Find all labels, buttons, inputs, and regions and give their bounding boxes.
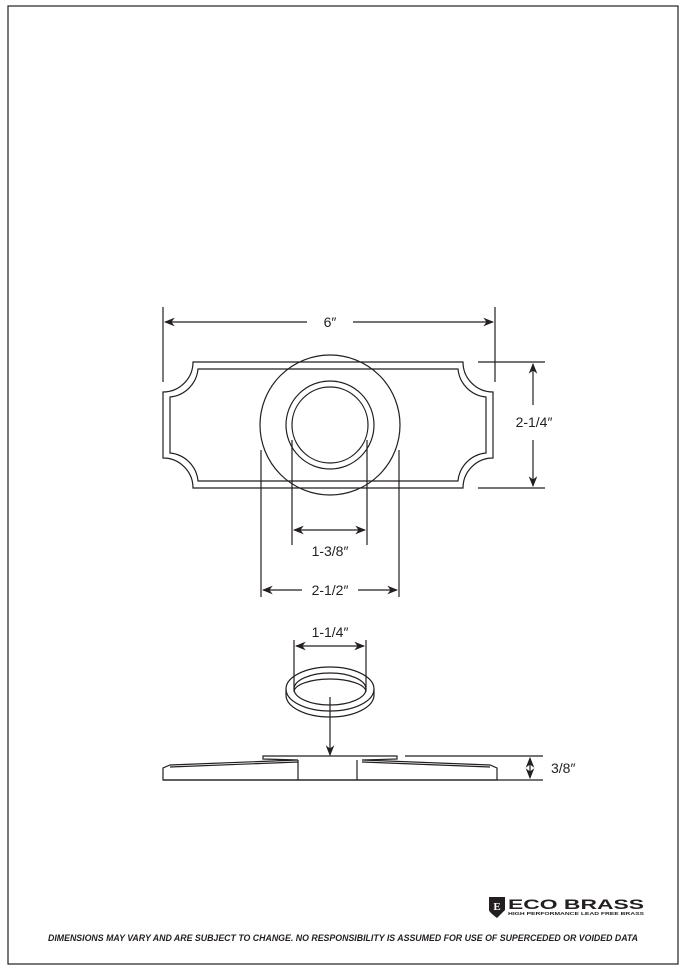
plate-outline xyxy=(162,361,494,489)
disclaimer-text: DIMENSIONS MAY VARY AND ARE SUBJECT TO C… xyxy=(48,933,638,944)
svg-text:ECO BRASS: ECO BRASS xyxy=(508,896,644,912)
outer-diameter-label: 2-1/2″ xyxy=(312,582,349,598)
inner-diameter-label: 1-3/8″ xyxy=(312,543,349,559)
width-dimension-label: 6″ xyxy=(324,314,337,330)
svg-text:HIGH PERFORMANCE LEAD FREE BRA: HIGH PERFORMANCE LEAD FREE BRASS xyxy=(508,911,644,916)
ring-diameter-label: 1-1/4″ xyxy=(312,624,349,640)
shield-icon xyxy=(489,897,505,918)
rosette-ring-circle xyxy=(285,380,375,470)
plate-inner-bevel xyxy=(169,368,487,482)
plate-side-view xyxy=(162,755,498,781)
svg-text:E: E xyxy=(493,901,500,913)
eco-brass-logo: E ECO BRASS HIGH PERFORMANCE LEAD FREE B… xyxy=(489,896,644,918)
height-dimension-label: 2-1/4″ xyxy=(516,414,553,430)
page-border xyxy=(7,5,679,965)
thickness-label: 3/8″ xyxy=(551,760,575,776)
rosette-bore-circle xyxy=(291,386,369,464)
rosette-outer-circle xyxy=(259,354,401,496)
